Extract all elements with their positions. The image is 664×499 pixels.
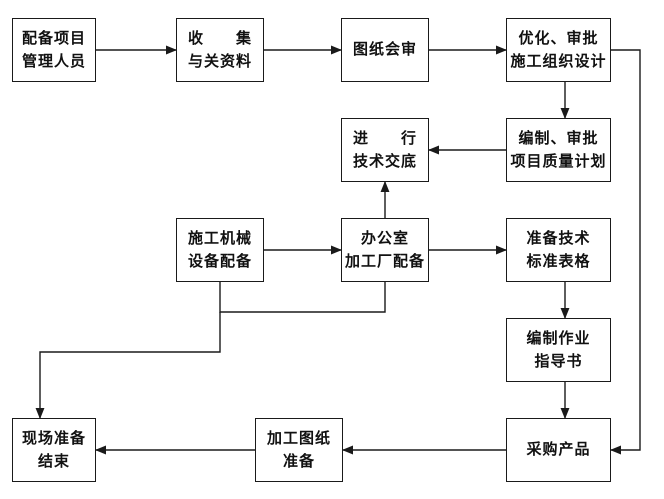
node-label-line: 图纸会审 bbox=[352, 40, 417, 59]
node-label-line: 标准表格 bbox=[526, 252, 591, 270]
connector-arrow bbox=[35, 312, 221, 420]
node-label-line: 优化、审批 bbox=[518, 28, 599, 47]
connector-arrow bbox=[609, 49, 641, 455]
node-technical-forms: 准备技术标准表格 bbox=[506, 218, 611, 282]
connector-line bbox=[219, 282, 386, 313]
node-label-line: 进 行 bbox=[352, 128, 417, 147]
node-label-line: 设备配备 bbox=[187, 252, 252, 270]
node-label-line: 管理人员 bbox=[21, 52, 86, 70]
node-label-line: 施工组织设计 bbox=[510, 52, 607, 70]
node-label-line: 准备技术 bbox=[526, 228, 591, 247]
node-label-line: 技术交底 bbox=[352, 152, 417, 170]
node-label-line: 配备项目 bbox=[21, 28, 86, 47]
node-label-line: 与关资料 bbox=[187, 52, 252, 70]
node-label-line: 指导书 bbox=[534, 352, 583, 370]
node-collect-materials: 收 集与关资料 bbox=[176, 18, 264, 82]
node-optimize-construction-design: 优化、审批施工组织设计 bbox=[506, 18, 611, 82]
node-label-line: 结束 bbox=[37, 452, 70, 470]
node-site-prep-complete: 现场准备结束 bbox=[12, 418, 96, 482]
node-quality-plan: 编制、审批项目质量计划 bbox=[506, 118, 611, 182]
node-purchase-products: 采购产品 bbox=[506, 418, 611, 482]
node-office-workshop: 办公室加工厂配备 bbox=[341, 218, 429, 282]
node-label-line: 准备 bbox=[282, 452, 315, 470]
node-drawing-review: 图纸会审 bbox=[341, 18, 429, 82]
node-label-line: 项目质量计划 bbox=[510, 152, 607, 170]
node-label-line: 采购产品 bbox=[526, 440, 591, 459]
node-label-line: 编制、审批 bbox=[518, 128, 599, 147]
node-label-line: 加工厂配备 bbox=[344, 252, 425, 270]
node-technical-briefing: 进 行技术交底 bbox=[341, 118, 429, 182]
node-label-line: 收 集 bbox=[187, 28, 252, 47]
node-machinery-equipment: 施工机械设备配备 bbox=[176, 218, 264, 282]
node-label-line: 加工图纸 bbox=[266, 428, 331, 447]
node-label-line: 办公室 bbox=[360, 228, 409, 247]
node-label-line: 编制作业 bbox=[526, 328, 591, 347]
node-label-line: 现场准备 bbox=[21, 428, 86, 447]
node-work-instructions: 编制作业指导书 bbox=[506, 318, 611, 382]
node-processing-drawings: 加工图纸准备 bbox=[255, 418, 343, 482]
node-label-line: 施工机械 bbox=[187, 228, 252, 247]
node-assign-project-managers: 配备项目管理人员 bbox=[12, 18, 96, 82]
